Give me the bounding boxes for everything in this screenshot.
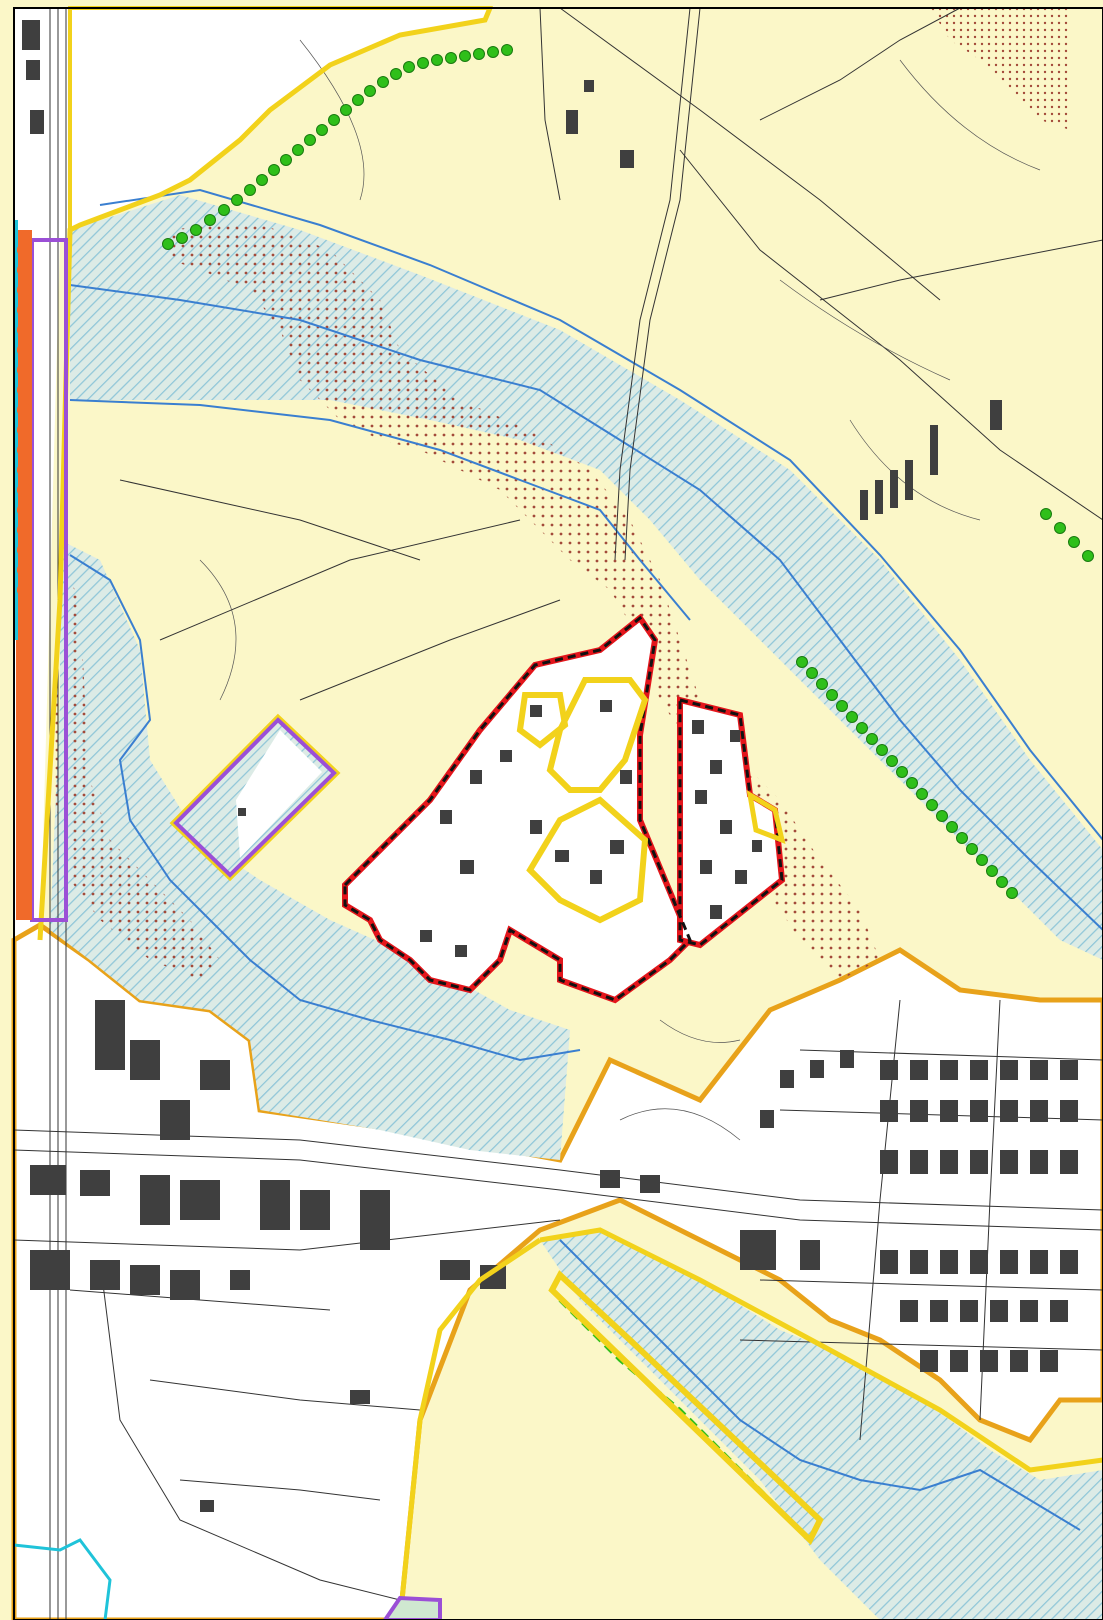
stream-west [69,554,581,1062]
tree-row-far-east [1040,508,1094,562]
flood-zone-southeast [540,1230,1103,1620]
cyan-strip [15,220,18,640]
woodland-area-west [55,560,220,980]
woodland-area-northeast [930,8,1070,130]
map-frame-border [13,7,1103,1620]
subzone-yellow-2 [546,677,649,793]
zone-boundary-southwest [539,1227,1103,1473]
subzone-yellow-3 [526,796,649,924]
river-upper [99,188,1103,841]
tree-row-south-outline [548,1270,824,1546]
tree-row-west [17,243,31,597]
subzone-yellow-4 [746,790,786,845]
flood-zone-west [50,540,570,1160]
buildings-southwest [30,1000,506,1512]
protected-area-building [238,808,246,816]
subzone-yellow-1 [516,692,569,749]
river-middle [69,284,1103,931]
development-zone-dashed [343,615,692,1002]
stream-southeast [559,1239,1081,1531]
zone-boundary-south [397,1237,542,1620]
buildings-east-town [600,1050,1078,1372]
buildings-north [22,20,1002,520]
buildings-development-zone [420,700,762,957]
protected-area-white [236,730,322,858]
woodland-area-north [170,220,880,980]
cyan-zone-southwest [13,1538,112,1620]
river-lower [69,399,691,621]
urban-area-southwest [11,922,1103,1620]
tree-row-north [162,44,513,250]
zone-boundary-north [37,7,493,941]
purple-zone-south [382,1595,442,1620]
tree-row-east [796,656,1018,899]
